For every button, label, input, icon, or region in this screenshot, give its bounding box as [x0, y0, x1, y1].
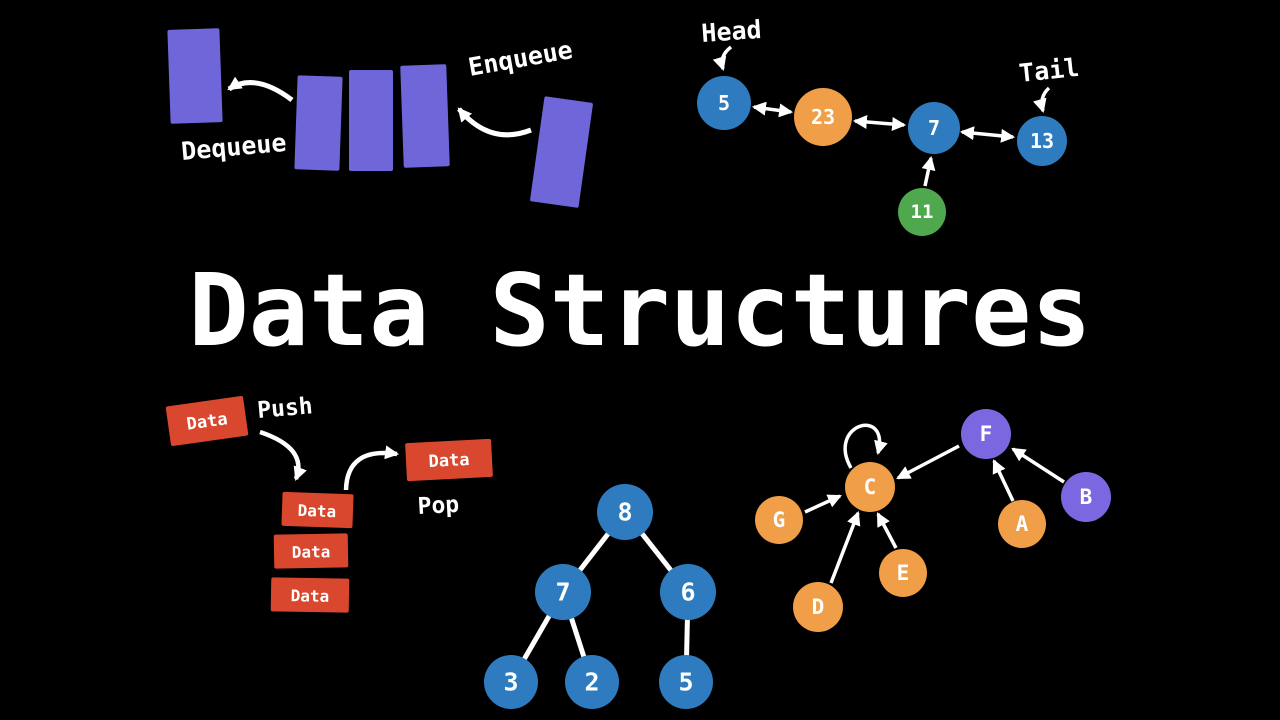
node-circle	[898, 188, 946, 236]
stack-item-label: Data	[292, 542, 331, 562]
graph-node: D	[793, 582, 843, 632]
graph-node: E	[879, 549, 927, 597]
graph-edge-arrow	[896, 444, 960, 480]
graph-edge-arrow	[829, 511, 861, 584]
graph-edge-arrow	[804, 494, 842, 514]
node-circle	[794, 88, 852, 146]
node-value: 3	[503, 668, 518, 697]
node-circle	[1061, 472, 1111, 522]
node-value: 5	[718, 91, 730, 115]
graph-node: F	[961, 409, 1011, 459]
queue-item	[400, 64, 450, 168]
node-value: D	[812, 595, 825, 619]
graph-node: A	[998, 500, 1046, 548]
stack-item-label: Data	[297, 501, 336, 521]
node-circle	[659, 655, 713, 709]
tree-node: 2	[565, 655, 619, 709]
node-value: E	[897, 561, 910, 585]
node-circle	[597, 484, 653, 540]
node-circle	[998, 500, 1046, 548]
node-value: 8	[617, 498, 632, 527]
node-value: 2	[584, 668, 599, 697]
page-title: Data Structures	[188, 252, 1091, 369]
node-circle	[535, 564, 591, 620]
linked-list-node: 7	[908, 102, 960, 154]
node-circle	[793, 582, 843, 632]
tree-node: 6	[660, 564, 716, 620]
queue-item	[349, 70, 393, 171]
node-circle	[961, 409, 1011, 459]
stack-item-label: Data	[291, 586, 330, 606]
head-arrow	[712, 45, 733, 72]
node-value: 13	[1030, 129, 1054, 153]
node-value: 23	[811, 105, 835, 129]
node-circle	[697, 76, 751, 130]
tree-node: 3	[484, 655, 538, 709]
node-value: B	[1080, 485, 1093, 509]
node-circle	[845, 462, 895, 512]
stack-item	[281, 491, 354, 529]
node-value: C	[864, 475, 877, 499]
node-value: 5	[678, 668, 693, 697]
push-arrow	[259, 429, 307, 481]
graph-self-loop-arrow	[843, 423, 888, 469]
tail-label: Tail	[1018, 53, 1081, 88]
node-circle	[1017, 116, 1067, 166]
tree-node: 8	[597, 484, 653, 540]
dequeue-label: Dequeue	[180, 128, 287, 166]
tree-node: 5	[659, 655, 713, 709]
push-label: Push	[256, 393, 313, 424]
linked-list-diagram: Head Tail 5 23 7 13 11	[697, 15, 1081, 236]
dequeue-arrow	[227, 76, 294, 102]
queue-incoming-item	[530, 96, 593, 208]
graph-edge-arrow	[876, 512, 898, 549]
node-circle	[879, 549, 927, 597]
node-circle	[565, 655, 619, 709]
stack-item	[273, 533, 349, 569]
node-value: 7	[928, 116, 940, 140]
node-circle	[755, 496, 803, 544]
enqueue-label: Enqueue	[466, 35, 575, 82]
list-link-arrow	[959, 126, 1016, 143]
list-insert-arrow	[921, 155, 936, 187]
queue-dequeued-item	[167, 28, 223, 124]
graph-edge-arrow	[992, 459, 1015, 502]
pop-label: Pop	[417, 492, 460, 520]
binary-tree-diagram: 8 7 6 3 2 5	[484, 484, 716, 709]
pop-arrow	[343, 445, 400, 491]
stack-pop-item	[405, 438, 493, 482]
node-value: 7	[555, 578, 570, 607]
node-value: F	[980, 422, 993, 446]
queue-diagram: Dequeue Enqueue	[167, 28, 593, 208]
node-value: 11	[911, 201, 934, 223]
node-circle	[660, 564, 716, 620]
stack-diagram: Data Push Data Data Data Data Pop	[165, 393, 493, 613]
node-circle	[908, 102, 960, 154]
linked-list-node: 23	[794, 88, 852, 146]
node-value: 6	[680, 578, 695, 607]
linked-list-node: 13	[1017, 116, 1067, 166]
stack-push-item	[165, 396, 249, 446]
stack-item-label: Data	[428, 450, 470, 472]
enqueue-arrow	[457, 107, 532, 138]
linked-list-node: 5	[697, 76, 751, 130]
graph-edge-arrow	[1011, 447, 1065, 484]
tail-arrow	[1033, 86, 1051, 114]
tree-node: 7	[535, 564, 591, 620]
node-value: G	[773, 508, 786, 532]
stack-item	[270, 577, 350, 613]
head-label: Head	[700, 15, 762, 48]
node-circle	[484, 655, 538, 709]
graph-node: B	[1061, 472, 1111, 522]
node-value: A	[1016, 512, 1029, 536]
queue-item	[294, 75, 343, 171]
graph-node: G	[755, 496, 803, 544]
list-link-arrow	[852, 114, 907, 132]
graph-node: C	[845, 462, 895, 512]
graph-diagram: C F G D E A B	[755, 409, 1111, 632]
list-link-arrow	[751, 101, 794, 118]
linked-list-node: 11	[898, 188, 946, 236]
